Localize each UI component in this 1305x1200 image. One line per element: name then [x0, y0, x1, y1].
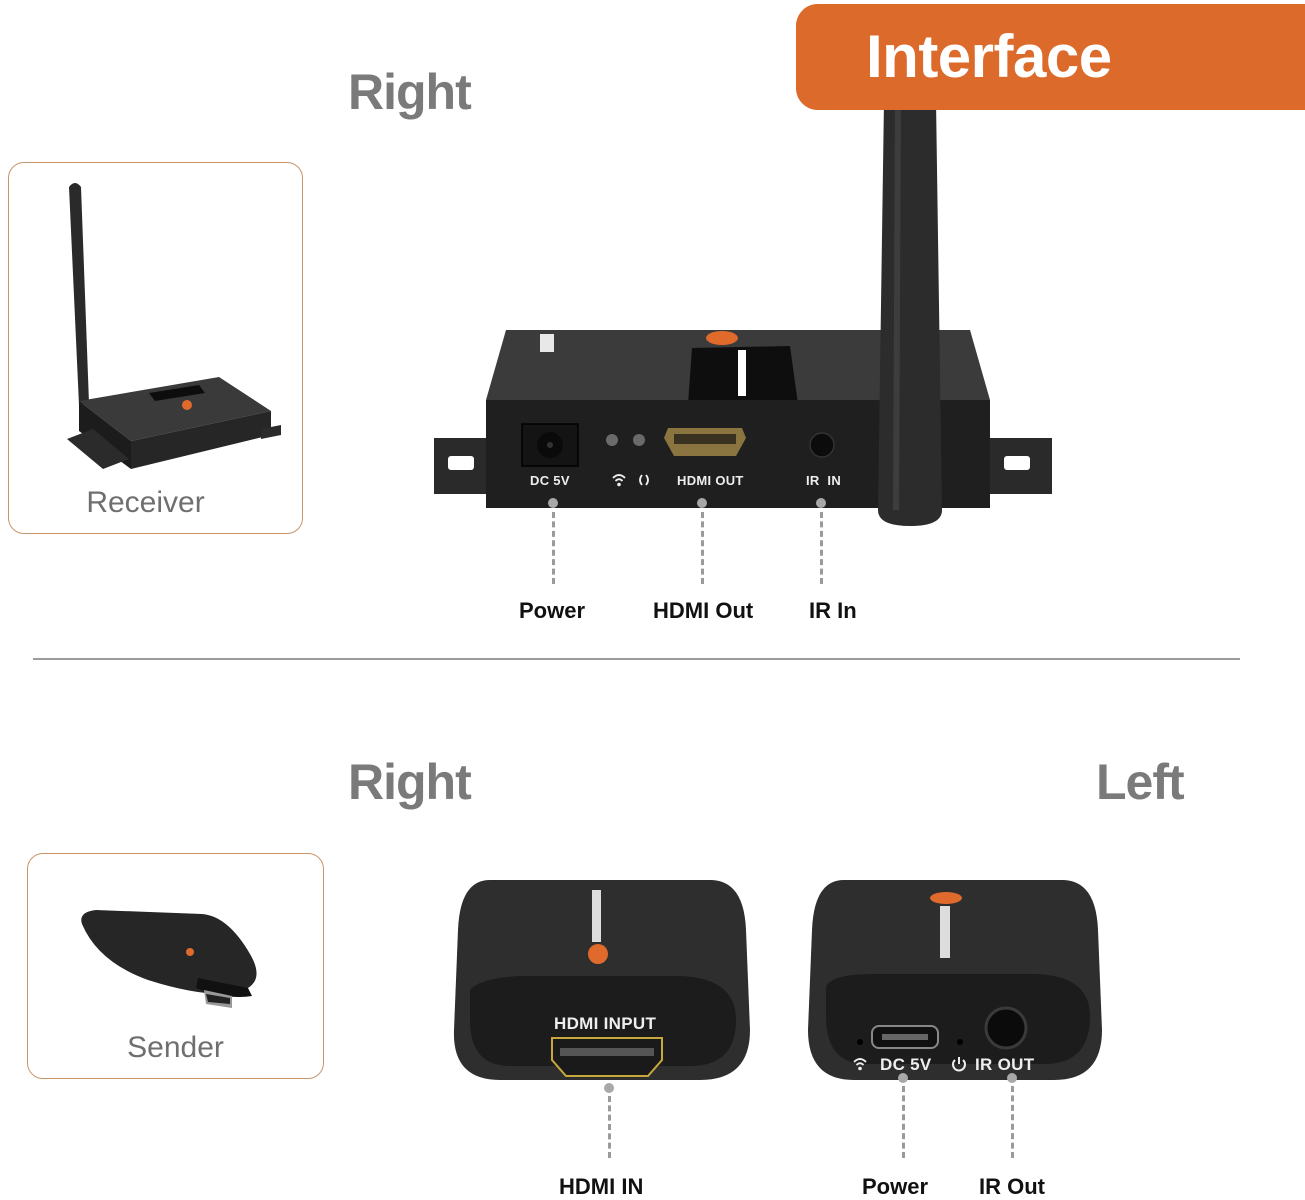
sender-label: Sender	[127, 1031, 224, 1064]
callout-dot-power-sender	[898, 1073, 908, 1083]
callout-ir-in: IR In	[809, 598, 857, 623]
wifi-icon	[612, 474, 626, 487]
callout-line-hdmi-out	[701, 512, 704, 584]
silk-hdmi-out: HDMI OUT	[677, 473, 744, 488]
receiver-right-title: Right	[348, 64, 472, 120]
section-divider	[33, 658, 1240, 660]
callout-ir-out: IR Out	[979, 1174, 1045, 1199]
sender-thumbnail-card: Sender	[27, 853, 324, 1079]
callout-dot-ir-in	[816, 498, 826, 508]
interface-banner-overlay	[796, 4, 1305, 110]
callout-dot-ir-out	[1007, 1073, 1017, 1083]
callout-line-hdmi-in	[608, 1096, 611, 1158]
sender-left-title: Left	[1096, 754, 1185, 810]
banner-title-overlay: Interface	[866, 23, 1112, 90]
callout-line-power	[552, 512, 555, 584]
power-icon	[952, 1057, 966, 1072]
callout-hdmi-out: HDMI Out	[653, 598, 754, 623]
silk-ir-out: IR OUT	[975, 1055, 1035, 1074]
callout-line-power-sender	[902, 1086, 905, 1158]
callout-dot-power	[548, 498, 558, 508]
wifi-icon-sender	[853, 1058, 867, 1071]
callout-dot-hdmi-out	[697, 498, 707, 508]
silk-ir-in: IR IN	[806, 473, 842, 488]
callout-dot-hdmi-in	[604, 1083, 614, 1093]
receiver-thumbnail-card: Receiver	[8, 162, 303, 534]
receiver-device-image	[67, 183, 281, 469]
callout-power: Power	[519, 598, 586, 623]
sender-left-view	[808, 880, 1102, 1080]
antenna	[878, 84, 942, 526]
sender-right-title: Right	[348, 754, 472, 810]
callout-hdmi-in: HDMI IN	[559, 1174, 644, 1199]
silk-dc-5v-sender: DC 5V	[880, 1055, 932, 1074]
callout-power-sender: Power	[862, 1174, 929, 1199]
silk-dc-5v: DC 5V	[530, 473, 570, 488]
callout-line-ir-out	[1011, 1086, 1014, 1158]
link-icon	[639, 474, 649, 486]
receiver-front-view	[434, 330, 1052, 508]
sender-right-view	[453, 880, 750, 1080]
sender-device-image	[81, 910, 257, 1008]
silk-hdmi-input: HDMI INPUT	[554, 1014, 657, 1033]
receiver-label: Receiver	[86, 486, 205, 519]
callout-line-ir-in	[820, 512, 823, 584]
